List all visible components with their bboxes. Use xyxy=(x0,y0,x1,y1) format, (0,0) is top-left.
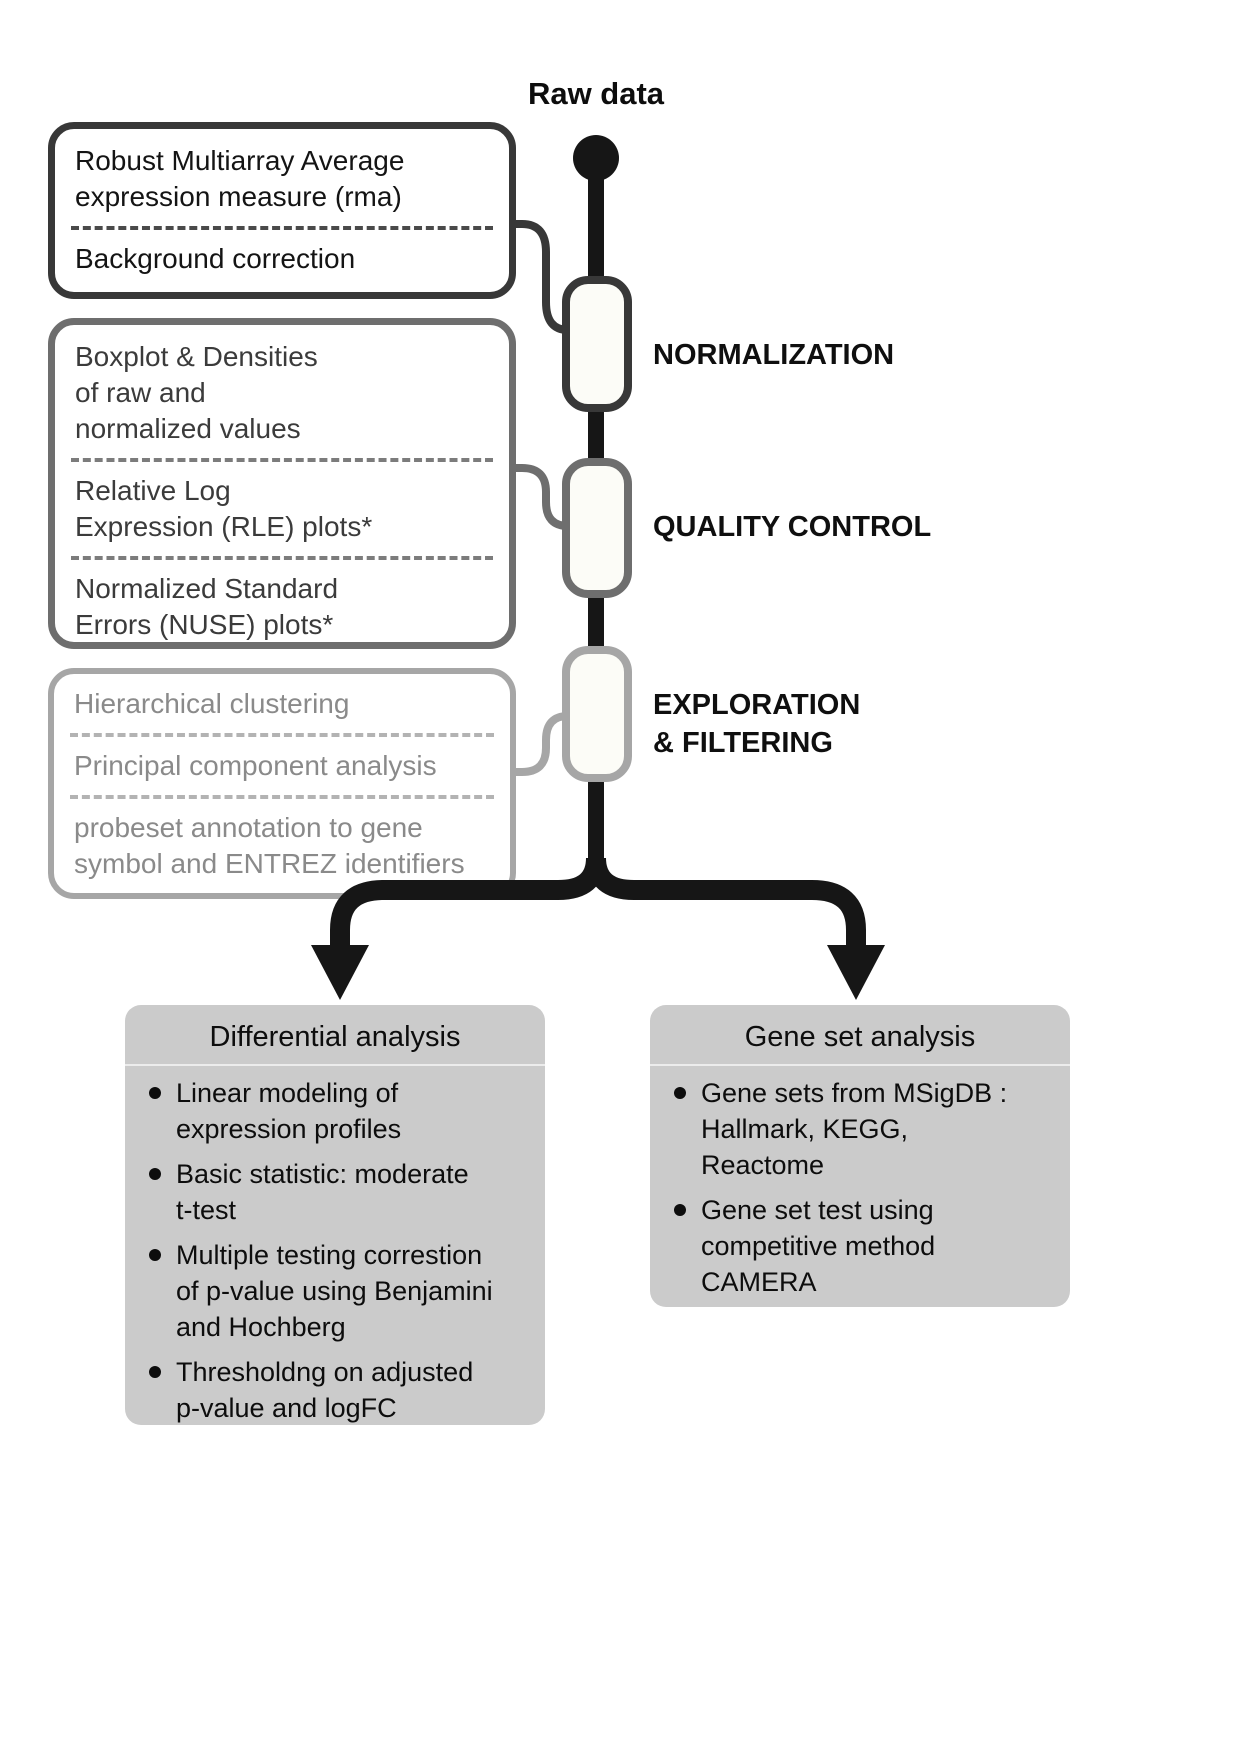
bullet-item: Linear modeling of expression profiles xyxy=(149,1075,521,1147)
bullet-item: Multiple testing correstion of p-value u… xyxy=(149,1237,521,1345)
stage-step: Robust Multiarray Average expression mea… xyxy=(75,145,405,212)
stage-step: Boxplot & Densities of raw and normalize… xyxy=(75,341,318,444)
bullet-item: Thresholdng on adjusted p-value and logF… xyxy=(149,1354,521,1426)
panel-title: Gene set analysis xyxy=(650,1017,1070,1066)
bullet-item: Basic statistic: moderate t-test xyxy=(149,1156,521,1228)
node-quality-control xyxy=(562,458,632,598)
arrowhead-right-icon xyxy=(827,945,885,1000)
dashed-divider xyxy=(71,226,493,230)
dashed-divider xyxy=(70,795,494,799)
bullet-text: Multiple testing correstion of p-value u… xyxy=(176,1240,493,1342)
bullet-icon xyxy=(149,1366,161,1378)
dashed-divider xyxy=(71,458,493,462)
panel-differential-analysis: Differential analysis Linear modeling of… xyxy=(125,1005,545,1425)
node-exploration-filtering xyxy=(562,646,632,782)
stage-label-quality-control: QUALITY CONTROL xyxy=(653,511,932,543)
arrowhead-left-icon xyxy=(311,945,369,1000)
bullet-list: Gene sets from MSigDB : Hallmark, KEGG, … xyxy=(674,1075,1046,1300)
bullet-text: Linear modeling of expression profiles xyxy=(176,1078,402,1144)
raw-data-label: Raw data xyxy=(527,76,665,111)
dashed-divider xyxy=(70,733,494,737)
stage-box-normalization: Robust Multiarray Average expression mea… xyxy=(48,122,516,299)
bullet-icon xyxy=(674,1204,686,1216)
stage-step: Principal component analysis xyxy=(74,750,437,781)
branch-right xyxy=(586,857,866,952)
connector-normalization xyxy=(512,220,569,334)
raw-data-dot xyxy=(573,135,619,181)
stage-step: Relative Log Expression (RLE) plots* xyxy=(75,475,373,542)
bullet-list: Linear modeling of expression profiles B… xyxy=(149,1075,521,1426)
stage-step: probeset annotation to gene symbol and E… xyxy=(74,812,465,879)
stage-box-quality-control: Boxplot & Densities of raw and normalize… xyxy=(48,318,516,649)
stage-label-exploration-filtering: EXPLORATION & FILTERING xyxy=(653,689,861,759)
bullet-text: Gene set test using competitive method C… xyxy=(701,1195,936,1297)
bullet-text: Thresholdng on adjusted p-value and logF… xyxy=(176,1357,474,1423)
stage-step: Background correction xyxy=(75,243,356,274)
connector-exploration xyxy=(512,712,569,776)
bullet-item: Gene sets from MSigDB : Hallmark, KEGG, … xyxy=(674,1075,1046,1183)
bullet-item: Gene set test using competitive method C… xyxy=(674,1192,1046,1300)
bullet-icon xyxy=(149,1087,161,1099)
panel-gene-set-analysis: Gene set analysis Gene sets from MSigDB … xyxy=(650,1005,1070,1307)
stage-step: Normalized Standard Errors (NUSE) plots* xyxy=(75,573,339,640)
bullet-icon xyxy=(149,1249,161,1261)
bullet-text: Basic statistic: moderate t-test xyxy=(176,1159,469,1225)
stage-step: Hierarchical clustering xyxy=(74,688,350,719)
panel-title: Differential analysis xyxy=(125,1017,545,1066)
node-normalization xyxy=(562,276,632,412)
dashed-divider xyxy=(71,556,493,560)
connector-quality-control xyxy=(512,464,569,530)
stage-box-exploration-filtering: Hierarchical clustering Principal compon… xyxy=(48,668,516,899)
branch-left xyxy=(330,857,606,952)
bullet-icon xyxy=(149,1168,161,1180)
stage-label-normalization: NORMALIZATION xyxy=(653,339,895,371)
bullet-icon xyxy=(674,1087,686,1099)
bullet-text: Gene sets from MSigDB : Hallmark, KEGG, … xyxy=(701,1078,1008,1180)
